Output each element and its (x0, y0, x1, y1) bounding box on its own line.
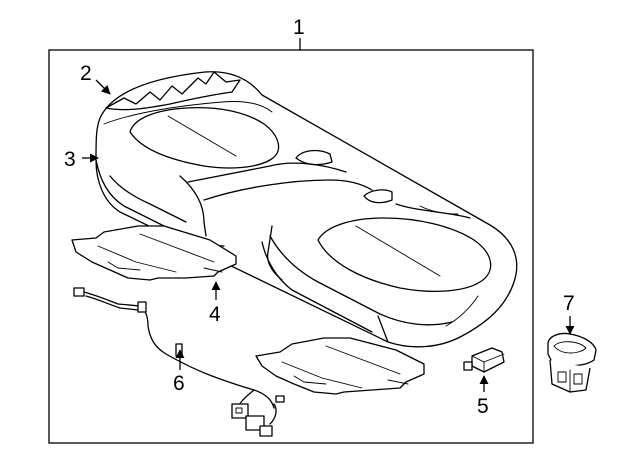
wire-harness-6 (73, 287, 285, 437)
leader-2 (95, 79, 111, 95)
heater-pad-right (255, 337, 425, 395)
callout-6: 6 (173, 372, 185, 395)
callout-1: 1 (293, 16, 305, 39)
clip-7 (547, 332, 597, 393)
callout-7: 7 (563, 292, 575, 315)
seat-cushion (95, 71, 518, 348)
callout-2: 2 (80, 62, 92, 85)
assembly-frame (48, 49, 534, 444)
callout-4: 4 (209, 303, 221, 326)
heater-pad-4 (71, 225, 237, 281)
callout-5: 5 (477, 395, 489, 418)
sensor-5 (463, 347, 505, 373)
callout-3: 3 (64, 148, 76, 171)
